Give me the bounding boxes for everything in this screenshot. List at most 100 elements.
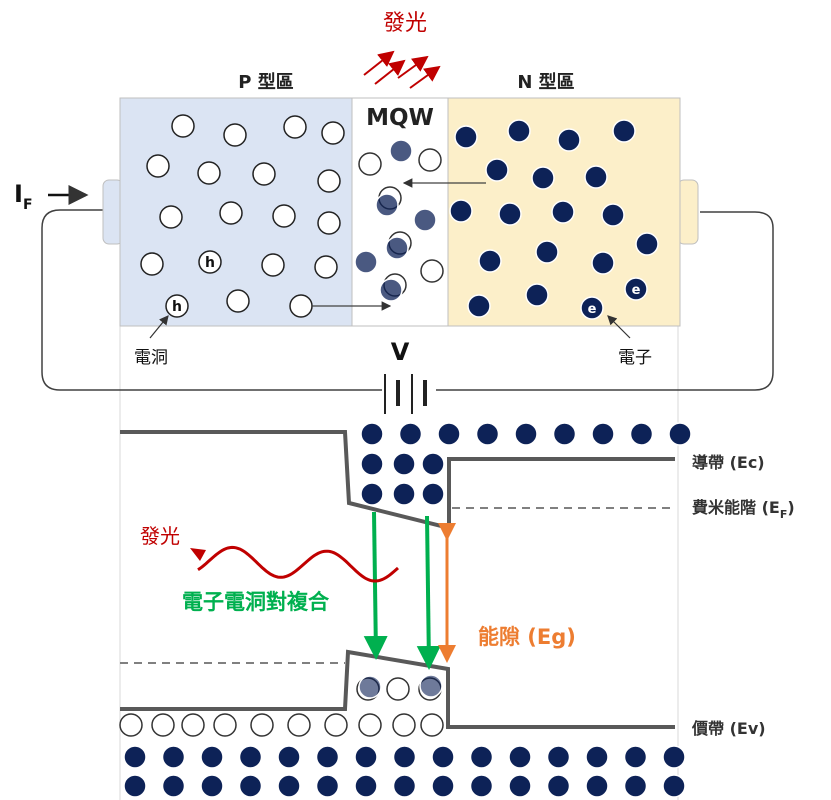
hole-pointer — [149, 315, 169, 339]
vb-electron — [123, 774, 147, 798]
battery-symbol — [384, 374, 427, 414]
hole — [283, 115, 307, 139]
vb-electron — [469, 745, 494, 769]
vb-electron — [277, 774, 301, 798]
vb-electron — [392, 745, 417, 769]
vb-electron — [123, 745, 147, 769]
electron-symbol: e — [588, 302, 597, 317]
hole — [321, 121, 345, 145]
vb-electron — [546, 745, 571, 769]
electron — [531, 166, 555, 190]
vb-electron — [238, 745, 263, 769]
vb-electron — [392, 774, 417, 798]
hole — [314, 255, 338, 279]
vb-hole — [119, 713, 143, 737]
emission-title: 發光 — [383, 11, 427, 36]
vb-electron — [354, 774, 378, 798]
vb-electron — [546, 774, 571, 798]
emission-wave — [197, 545, 400, 583]
vb-electron — [508, 774, 532, 798]
hole — [171, 114, 195, 138]
vb-electron — [161, 745, 186, 769]
recombination-arrow-2 — [416, 515, 441, 670]
vb-electron — [662, 745, 686, 769]
electron — [535, 240, 559, 264]
electron — [551, 200, 575, 224]
mqw-hole — [358, 152, 382, 176]
hole-symbol: h — [205, 255, 215, 271]
electron — [591, 251, 615, 275]
vb-electron — [469, 774, 494, 798]
cb-electron — [591, 422, 615, 446]
cb-electron — [437, 422, 461, 446]
recombination-label: 電子電洞對複合 — [182, 590, 330, 614]
cb-electron — [360, 452, 384, 476]
electron — [478, 249, 502, 273]
electron-labeled-2 — [624, 277, 648, 301]
n-region-label: N 型區 — [517, 71, 574, 93]
cb-electron — [392, 482, 416, 506]
electron — [612, 119, 636, 143]
vb-electron — [585, 774, 609, 798]
cb-electron — [421, 452, 445, 476]
hole — [317, 169, 341, 193]
vb-electron — [623, 774, 648, 798]
cb-electron — [392, 452, 416, 476]
electron — [467, 294, 491, 318]
band-electrons — [123, 422, 692, 798]
cb-electron — [360, 422, 384, 446]
electron-symbol-2: e — [632, 283, 641, 298]
vb-electron — [662, 774, 686, 798]
electron-pointer — [607, 315, 631, 339]
recombination-arrow-1 — [363, 511, 388, 660]
valence-band-label: 價帶 (Ev) — [691, 719, 766, 738]
cb-electron — [514, 422, 538, 446]
hole — [223, 123, 247, 147]
hole — [219, 201, 243, 225]
electron — [584, 165, 608, 189]
vb-electron — [277, 745, 301, 769]
vb-electron — [315, 774, 340, 798]
hole — [159, 205, 183, 229]
electron — [557, 128, 581, 152]
cb-electron — [421, 482, 445, 506]
mqw-electron — [389, 139, 413, 163]
vb-electron — [508, 745, 532, 769]
band-holes — [119, 674, 444, 737]
electron — [498, 202, 522, 226]
hole — [197, 161, 221, 185]
vb-electron — [200, 745, 224, 769]
hole — [272, 204, 296, 228]
mqw-hole — [420, 259, 444, 283]
electron — [525, 283, 549, 307]
mqw-electron — [385, 236, 409, 260]
current-label: IF — [14, 180, 33, 213]
cb-electron — [360, 482, 384, 506]
hole-labeled-2 — [165, 294, 189, 318]
vb-electron — [161, 774, 186, 798]
vb-hole — [151, 713, 175, 737]
p-region-label: P 型區 — [238, 71, 293, 93]
vb-electron — [585, 745, 609, 769]
p-holes — [140, 114, 345, 318]
hole-labeled — [198, 250, 222, 274]
electron — [449, 199, 473, 223]
mqw-hole — [418, 148, 442, 172]
mqw-electron — [379, 278, 403, 302]
vb-electron — [238, 774, 263, 798]
electron — [601, 203, 625, 227]
electron — [635, 232, 659, 256]
n-electrons — [449, 119, 659, 318]
vb-hole — [392, 713, 416, 737]
emission-label: 發光 — [140, 524, 180, 548]
conduction-band-line — [120, 430, 675, 531]
vb-electron — [623, 745, 648, 769]
vb-electron — [431, 774, 455, 798]
fermi-level-label: 費米能階 (EF) — [692, 498, 795, 521]
mqw-label: MQW — [366, 105, 434, 131]
right-contact — [677, 179, 699, 245]
emission-wave-arrowhead — [190, 548, 206, 561]
vb-hole — [324, 713, 348, 737]
vb-hole — [181, 713, 205, 737]
